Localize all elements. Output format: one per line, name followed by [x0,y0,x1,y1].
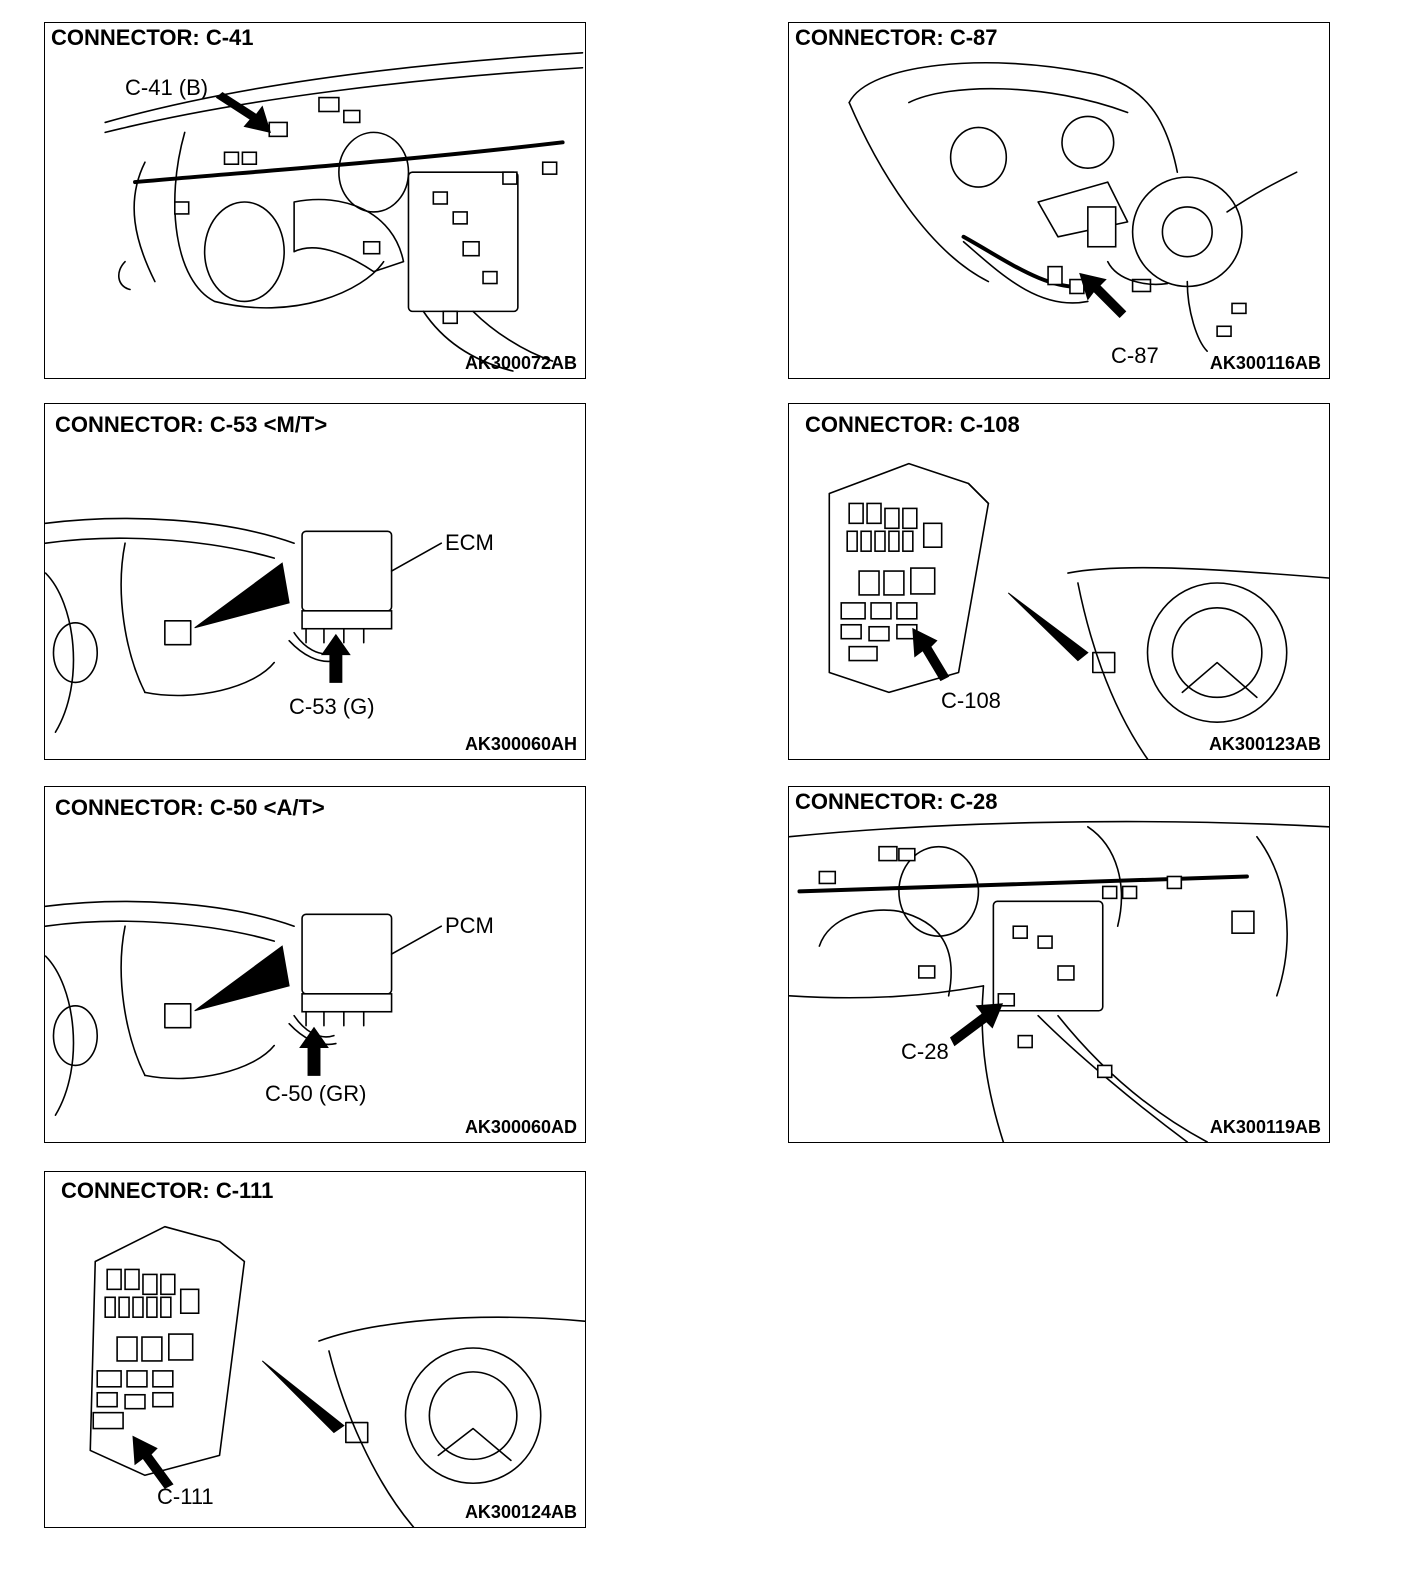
connector-label: C-50 (GR) [265,1081,367,1106]
panel-title: CONNECTOR: C-50 <A/T> [55,795,325,820]
panel-title: CONNECTOR: C-111 [61,1178,274,1203]
c111-junction-block-illustration [89,1225,585,1527]
c108-junction-block-illustration [828,462,1329,759]
c41-harness-illustration [104,52,584,372]
c50-pcm-illustration [45,900,443,1116]
panel-connector-c41: CONNECTOR: C-41 C-41 (B) AK300072AB [44,22,586,379]
module-label: PCM [445,913,494,938]
c28-harness-illustration [789,820,1329,1142]
connector-label: C-53 (G) [289,694,375,719]
c53-ecm-illustration [45,517,443,733]
connector-label: C-108 [941,688,1001,713]
c87-steering-column-illustration [848,62,1298,352]
figure-code: AK300124AB [464,1502,577,1522]
panel-title: CONNECTOR: C-87 [795,25,998,50]
panel-connector-c108: CONNECTOR: C-108 C-108 AK300123AB [788,403,1330,760]
figure-code: AK300123AB [1208,734,1321,754]
panel-connector-c87: CONNECTOR: C-87 C-87 AK300116AB [788,22,1330,379]
connector-label: C-111 [157,1484,214,1509]
figure-code: AK300119AB [1209,1117,1321,1137]
panel-connector-c28: CONNECTOR: C-28 C-28 AK300119AB [788,786,1330,1143]
panel-title: CONNECTOR: C-28 [795,789,998,814]
panel-connector-c50: CONNECTOR: C-50 <A/T> PCM C-50 (GR) AK30… [44,786,586,1143]
figure-code: AK300072AB [464,353,577,373]
panel-title: CONNECTOR: C-53 <M/T> [55,412,328,437]
panel-title: CONNECTOR: C-41 [51,25,254,50]
figure-code: AK300060AD [464,1117,577,1137]
module-label: ECM [445,530,494,555]
connector-label: C-87 [1111,343,1159,368]
figure-code: AK300060AH [464,734,577,754]
connector-label: C-41 (B) [125,75,209,100]
connector-label: C-28 [901,1039,949,1064]
panel-title: CONNECTOR: C-108 [805,412,1020,437]
panel-connector-c111: CONNECTOR: C-111 C-111 AK300124AB [44,1171,586,1528]
panel-connector-c53: CONNECTOR: C-53 <M/T> ECM C-53 (G) AK300… [44,403,586,760]
figure-code: AK300116AB [1209,353,1321,373]
